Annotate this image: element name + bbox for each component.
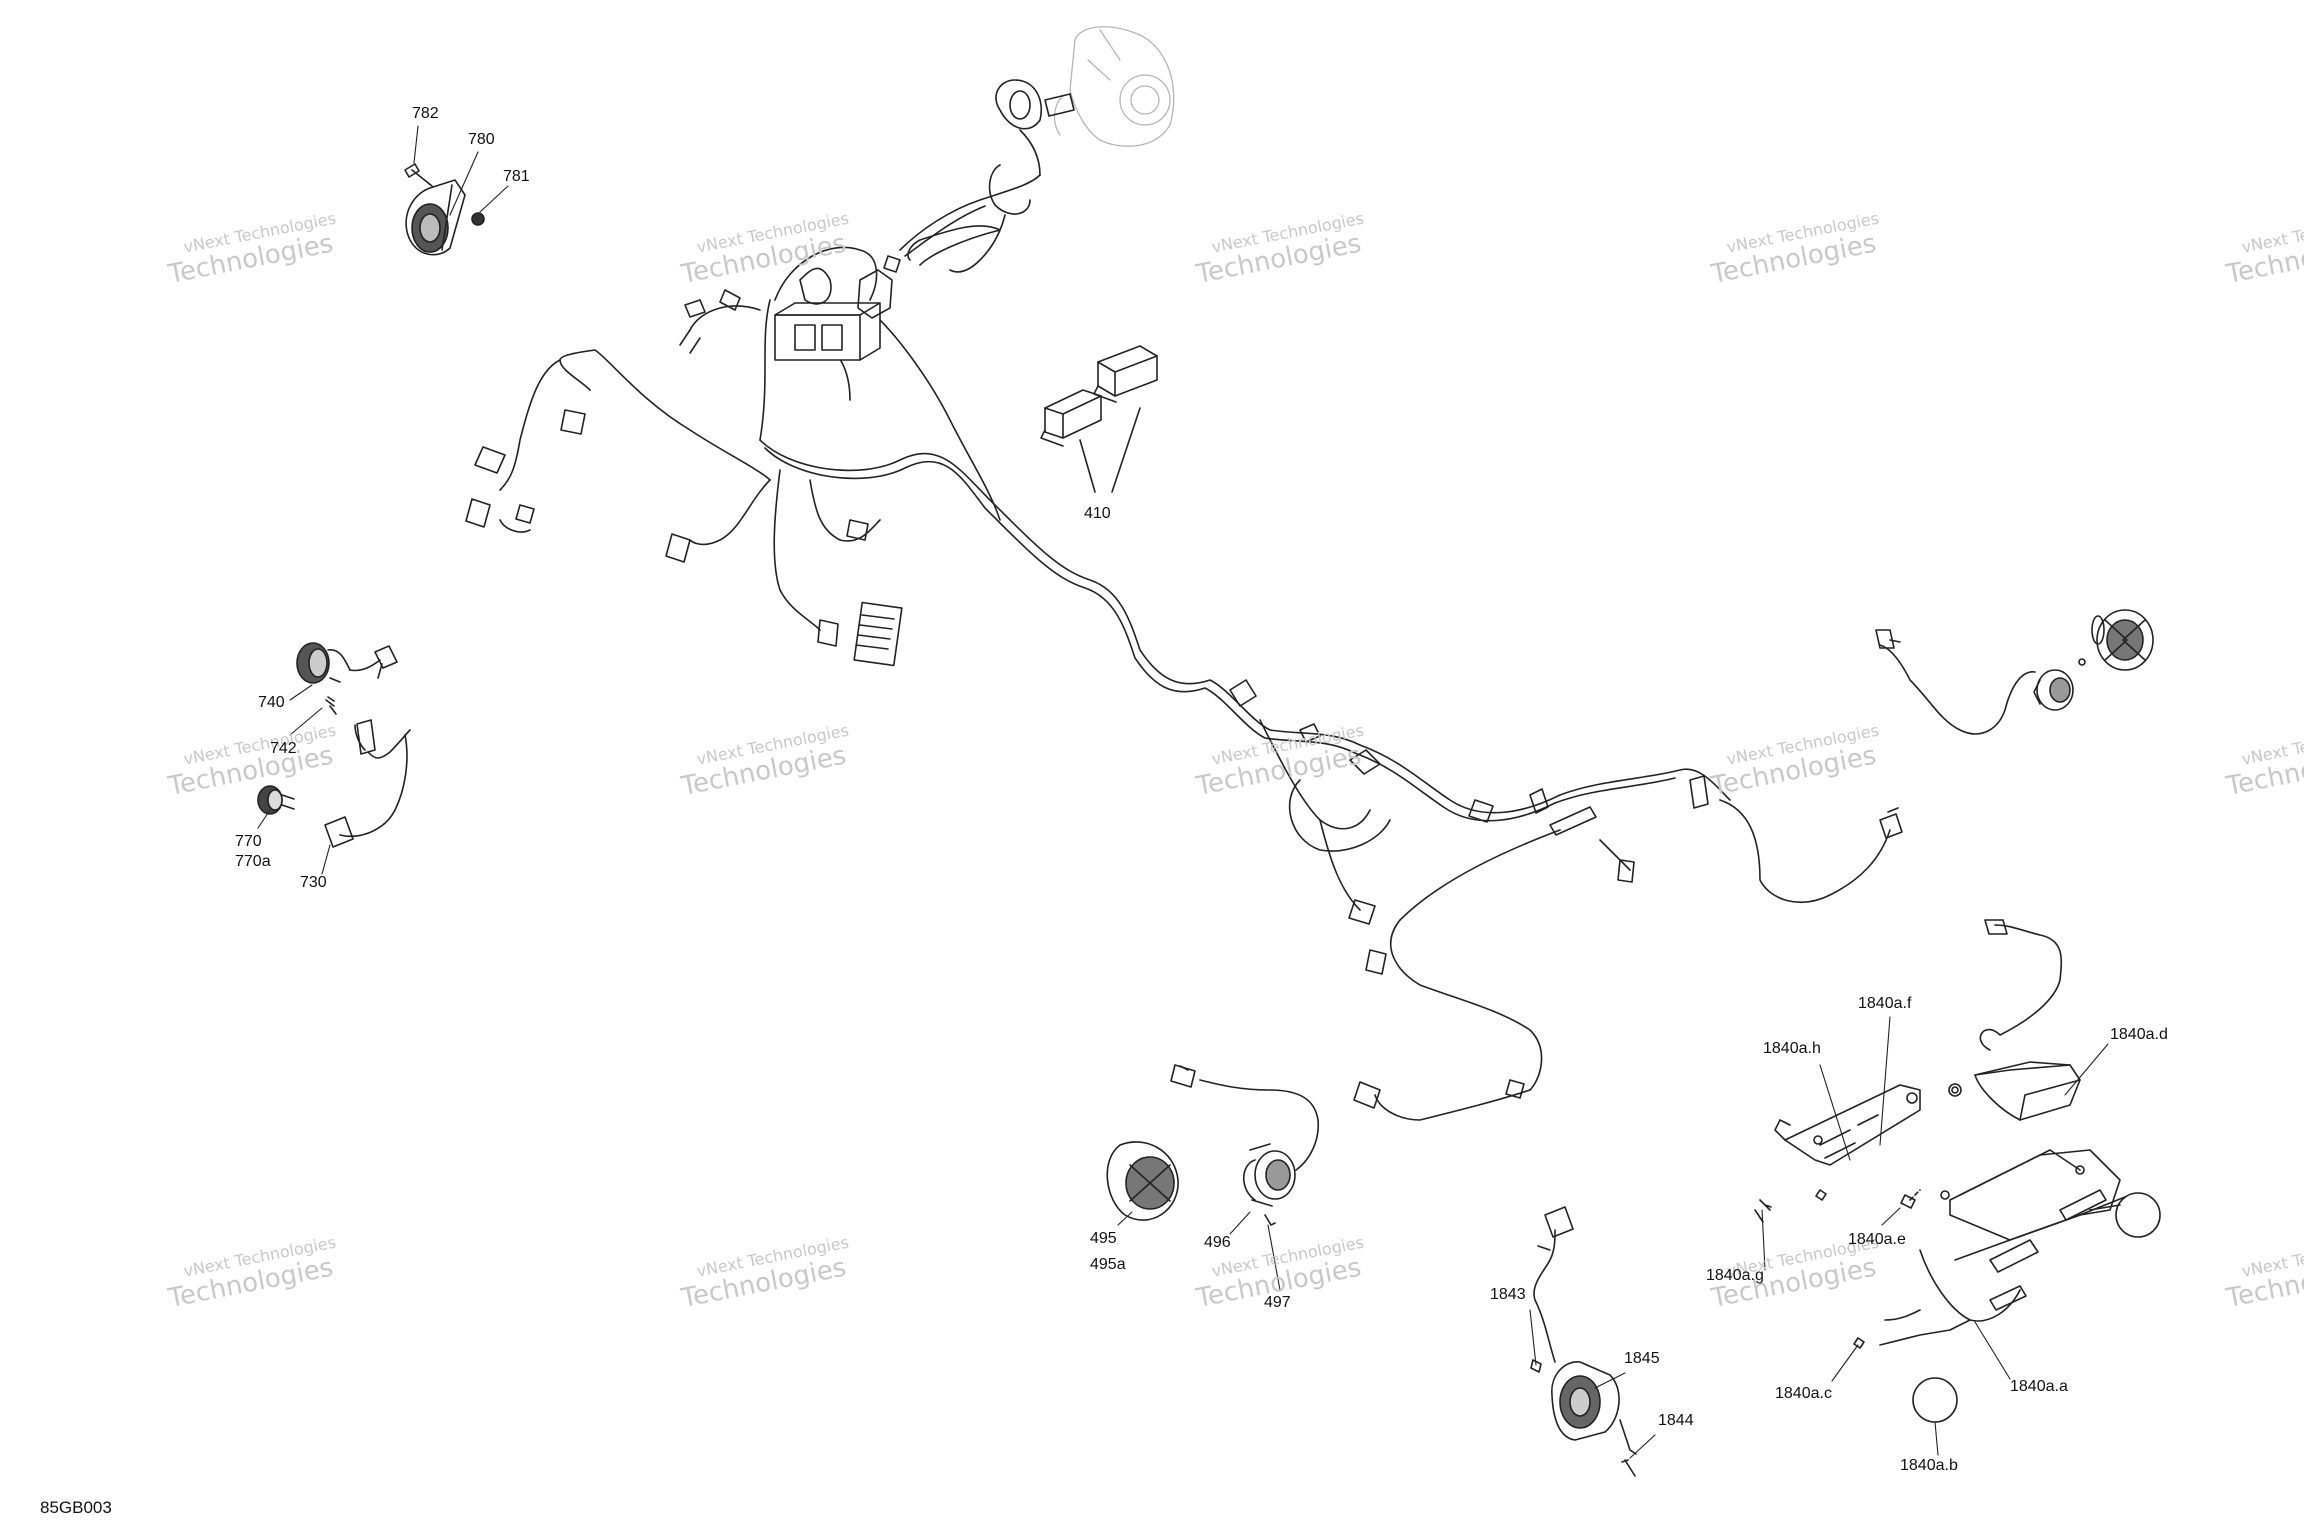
callout-1840a-h: 1840a.h (1763, 1040, 1821, 1057)
callout-1840a-c: 1840a.c (1775, 1385, 1832, 1402)
screw-742 (325, 696, 337, 715)
callout-1843: 1843 (1490, 1286, 1526, 1303)
relay-pair-410 (1040, 345, 1158, 493)
callout-782: 782 (412, 105, 439, 122)
top-harness-branch (883, 79, 1075, 273)
callout-495: 495 (1090, 1230, 1117, 1247)
diagram-reference-code: 85GB003 (40, 1498, 112, 1517)
spark-plug-cable-730 (324, 719, 411, 848)
main-wiring-harness (679, 246, 1731, 822)
callout-780: 780 (468, 131, 495, 148)
headlamp-left-group (1106, 1064, 1320, 1226)
callout-730: 730 (300, 874, 327, 891)
callout-742: 742 (270, 740, 297, 757)
callout-495a: 495a (1090, 1256, 1126, 1273)
callout-497: 497 (1264, 1294, 1291, 1311)
lamp-assembly-1845 (1530, 1206, 1637, 1477)
ecu-branch (773, 469, 903, 667)
taillight-bracket-1840a (1754, 919, 2161, 1423)
callout-1840a-e: 1840a.e (1848, 1231, 1906, 1248)
callout-1840a-d: 1840a.d (2110, 1026, 2168, 1043)
engine-ghost-outline (1053, 26, 1175, 147)
callout-leader-lines (257, 125, 2109, 1459)
callout-1840a-g: 1840a.g (1706, 1267, 1764, 1284)
callout-1840a-f: 1840a.f (1858, 995, 1912, 1012)
callout-1840a-a: 1840a.a (2010, 1378, 2068, 1395)
callout-740: 740 (258, 694, 285, 711)
callout-770: 770 (235, 833, 262, 850)
callout-1840a-b: 1840a.b (1900, 1457, 1958, 1474)
callout-1844: 1844 (1658, 1412, 1694, 1429)
callout-410: 410 (1084, 505, 1111, 522)
center-harness-junction (1229, 679, 1709, 925)
sensor-group-740 (296, 642, 398, 684)
right-harness-branch (1353, 799, 1903, 1121)
callout-770a: 770a (235, 853, 271, 870)
callout-781: 781 (503, 168, 530, 185)
headlamp-right-group (1875, 609, 2154, 735)
coil-770 (257, 785, 295, 815)
callout-1845: 1845 (1624, 1350, 1660, 1367)
horn-assembly-780 (404, 163, 485, 256)
callout-496: 496 (1204, 1234, 1231, 1251)
left-harness-branch (465, 349, 771, 563)
